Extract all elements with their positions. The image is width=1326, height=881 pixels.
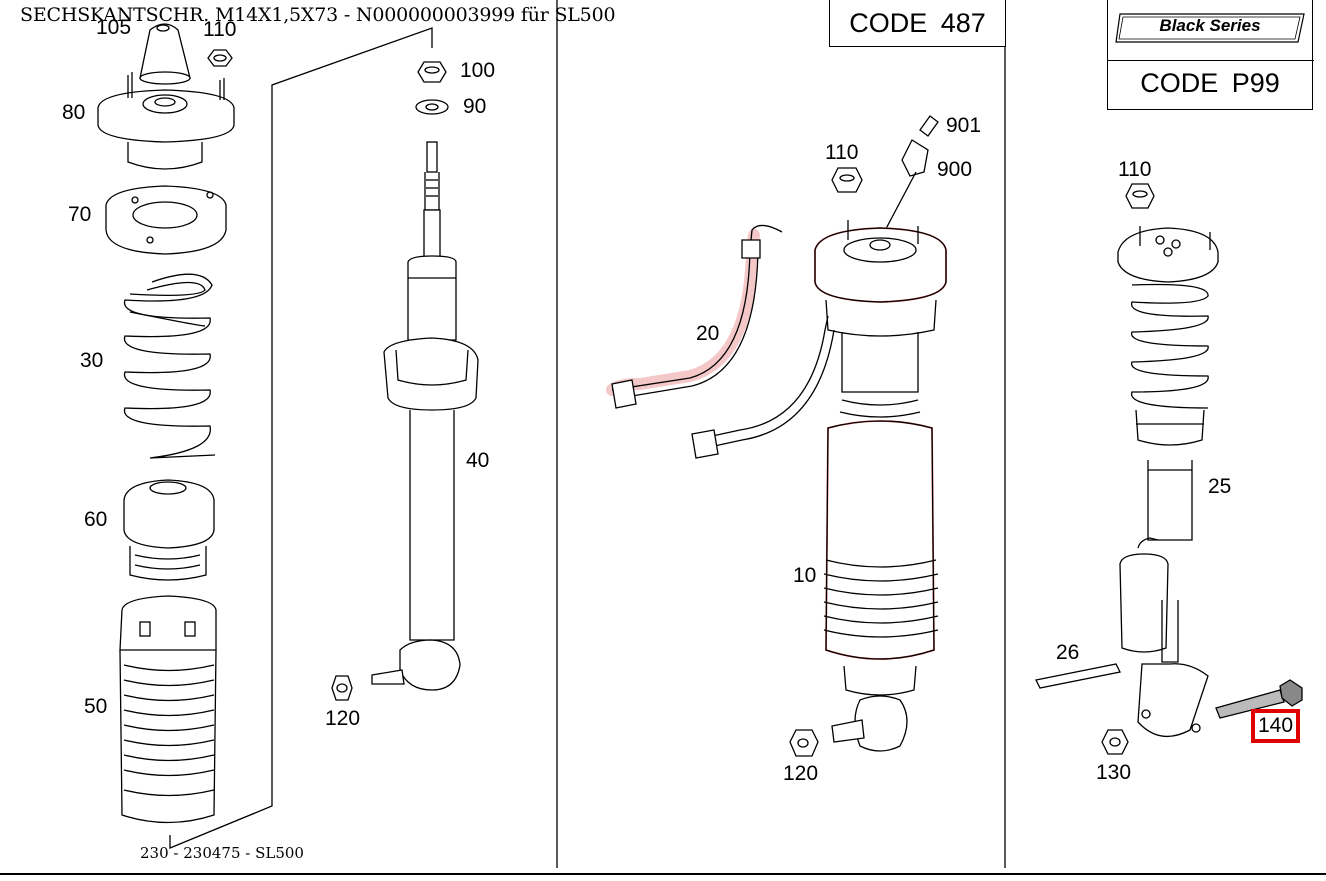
part-26-strap[interactable] (1035, 663, 1121, 689)
group-bracket (169, 27, 433, 849)
callout-110[interactable]: 110 (203, 18, 237, 41)
part-50-dust-boot[interactable] (119, 595, 217, 824)
part-110-nut[interactable] (207, 49, 233, 67)
part-10-air-strut[interactable] (814, 220, 947, 752)
callout-50[interactable]: 50 (84, 695, 108, 718)
callout-60[interactable]: 60 (84, 508, 108, 531)
part-901-valve-cap[interactable] (919, 115, 939, 137)
callout-10[interactable]: 10 (793, 564, 817, 587)
callout-90[interactable]: 90 (463, 95, 487, 118)
callout-110-right[interactable]: 110 (1118, 158, 1152, 181)
callout-30[interactable]: 30 (80, 349, 104, 372)
callout-80[interactable]: 80 (62, 101, 86, 124)
callout-40[interactable]: 40 (466, 449, 490, 472)
diagram-caption: 230 - 230475 - SL500 (140, 844, 304, 862)
part-80-top-mount[interactable] (97, 72, 235, 170)
part-900-valve[interactable] (879, 139, 929, 241)
code-divider (1107, 60, 1314, 61)
callout-100[interactable]: 100 (460, 59, 496, 82)
callout-70[interactable]: 70 (68, 203, 92, 226)
part-25-coilover[interactable] (1117, 226, 1219, 738)
code-p99-label: CODE P99 (1140, 68, 1280, 98)
part-60-bump-stop[interactable] (123, 479, 215, 581)
part-110-nut-mid[interactable] (831, 167, 863, 193)
part-90-washer[interactable] (415, 99, 449, 115)
callout-120-mid[interactable]: 120 (783, 762, 819, 785)
callout-901[interactable]: 901 (946, 114, 982, 137)
part-20-air-lines[interactable] (606, 224, 835, 459)
part-130-nut[interactable] (1101, 729, 1129, 755)
part-110-nut-right[interactable] (1125, 183, 1155, 209)
callout-130[interactable]: 130 (1096, 761, 1132, 784)
callout-25[interactable]: 25 (1208, 475, 1232, 498)
black-series-label: Black Series (1159, 16, 1261, 35)
code-487-label: CODE 487 (849, 7, 986, 38)
page-title: SECHSKANTSCHR. M14X1,5X73 - N00000000399… (20, 4, 616, 26)
callout-110-mid[interactable]: 110 (825, 141, 859, 164)
black-series-badge (1115, 13, 1305, 43)
callout-900[interactable]: 900 (937, 158, 973, 181)
part-120-nut-left[interactable] (331, 675, 353, 701)
callout-26[interactable]: 26 (1056, 641, 1080, 664)
part-100-nut[interactable] (417, 61, 447, 83)
callout-120[interactable]: 120 (325, 707, 361, 730)
code-487-box: CODE 487 (829, 0, 1006, 47)
part-105-cap[interactable] (139, 23, 191, 85)
part-40-shock-absorber[interactable] (371, 141, 479, 691)
part-140-hex-bolt[interactable] (1215, 679, 1303, 719)
callout-140-highlighted[interactable]: 140 (1251, 709, 1301, 743)
part-120-nut-mid[interactable] (789, 729, 819, 757)
part-70-spring-plate[interactable] (105, 185, 227, 255)
part-30-coil-spring[interactable] (123, 273, 216, 459)
callout-105[interactable]: 105 (96, 16, 132, 39)
callout-20[interactable]: 20 (696, 322, 720, 345)
